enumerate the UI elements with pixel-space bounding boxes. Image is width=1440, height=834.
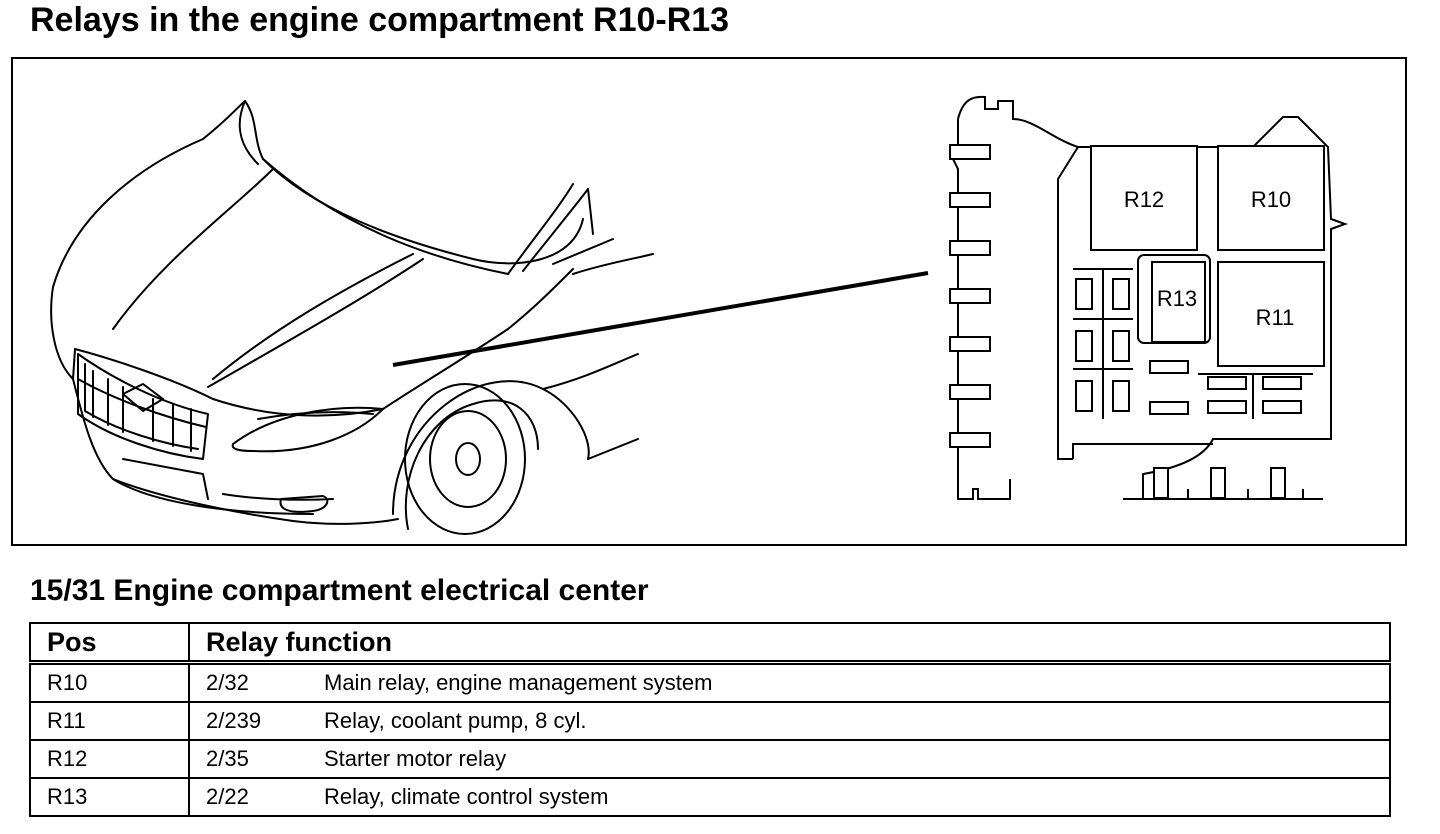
relay-r10	[1217, 145, 1325, 251]
row-function: 2/35 Starter motor relay	[188, 739, 1391, 779]
diagram-frame: R12 R10 R13 R11	[11, 57, 1407, 546]
row-pos: R10	[29, 661, 190, 703]
fuse-box-details	[1073, 268, 1323, 500]
row-pos: R13	[29, 777, 190, 817]
relay-r12	[1090, 145, 1198, 251]
row-desc: Relay, coolant pump, 8 cyl.	[324, 708, 587, 733]
table-row: R11 2/239 Relay, coolant pump, 8 cyl.	[29, 701, 1391, 741]
row-code: 2/239	[206, 708, 262, 733]
row-desc: Starter motor relay	[324, 746, 507, 771]
small-fuses	[1075, 278, 1302, 499]
row-code: 2/22	[206, 784, 249, 809]
header-pos: Pos	[29, 622, 190, 664]
table-row: R10 2/32 Main relay, engine management sy…	[29, 661, 1391, 703]
row-pos: R12	[29, 739, 190, 779]
relay-r13	[1151, 261, 1206, 343]
table-row: R13 2/22 Relay, climate control system	[29, 777, 1391, 817]
relay-r11	[1217, 261, 1325, 367]
table-header-row: Pos Relay function	[29, 622, 1391, 664]
row-function: 2/22 Relay, climate control system	[188, 777, 1391, 817]
row-pos: R11	[29, 701, 190, 741]
relay-slots	[1090, 145, 1325, 367]
row-desc: Main relay, engine management system	[324, 670, 713, 695]
relay-label-r13: R13	[1157, 286, 1197, 311]
relay-label-r10: R10	[1251, 187, 1291, 212]
row-code: 2/32	[206, 670, 249, 695]
page-title: Relays in the engine compartment R10-R13	[30, 1, 730, 39]
table-title: 15/31 Engine compartment electrical cent…	[30, 574, 649, 607]
row-desc: Relay, climate control system	[324, 784, 609, 809]
car-illustration	[50, 100, 654, 535]
table-row: R12 2/35 Starter motor relay	[29, 739, 1391, 779]
relay-table: Pos Relay function R10 2/32 Main relay, e…	[29, 622, 1391, 817]
fuse-box-side-tabs	[949, 144, 991, 448]
header-relay-function: Relay function	[188, 622, 1391, 664]
row-code: 2/35	[206, 746, 249, 771]
row-function: 2/239 Relay, coolant pump, 8 cyl.	[188, 701, 1391, 741]
relay-location-diagram: R12 R10 R13 R11	[50, 95, 1348, 535]
row-function: 2/32 Main relay, engine management system	[188, 661, 1391, 703]
leader-line	[392, 271, 929, 367]
relay-label-r11: R11	[1256, 305, 1295, 330]
relay-label-r12: R12	[1124, 187, 1164, 212]
